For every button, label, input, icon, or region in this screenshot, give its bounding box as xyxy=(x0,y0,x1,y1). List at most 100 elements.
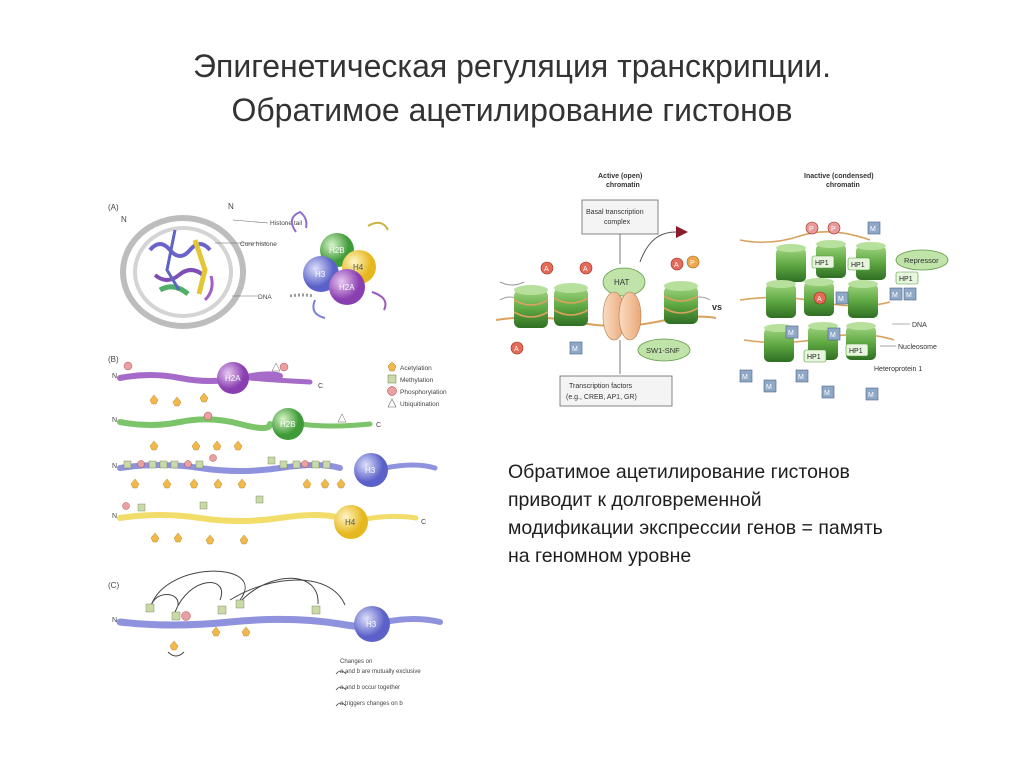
active-chromatin-title2: chromatin xyxy=(606,182,640,189)
acetylation-mark xyxy=(169,640,179,651)
protein-ribbon xyxy=(158,284,190,296)
methylation-mark xyxy=(217,605,227,615)
nucleosome xyxy=(663,281,699,324)
n-terminal-label: N xyxy=(112,617,117,624)
hp1-protein xyxy=(895,271,919,285)
methylation-mark xyxy=(827,327,841,341)
n-terminal-label: N xyxy=(112,417,117,424)
methylation-mark xyxy=(785,325,799,339)
h2b-label: H2B xyxy=(329,246,345,255)
methylation-mark xyxy=(889,287,903,301)
acetylation-mark xyxy=(233,440,243,451)
body-line: модификации экспрессии генов = память xyxy=(508,517,883,539)
mark-label: M xyxy=(870,226,876,233)
protein-ribbon xyxy=(153,268,205,282)
acetylation-mark xyxy=(579,261,593,275)
phosphorylation-mark xyxy=(184,460,192,468)
nucleosome xyxy=(776,244,806,282)
hp1-label: HP1 xyxy=(899,276,913,283)
phosphorylation-mark xyxy=(827,221,841,235)
methylation-mark xyxy=(569,341,583,355)
mark-label: A xyxy=(817,296,822,303)
hp1-protein xyxy=(845,343,869,357)
panel-a-label: (A) xyxy=(108,203,119,212)
core-histone-label: Core histone xyxy=(240,241,277,248)
acetylation-mark xyxy=(150,532,160,543)
acetylation-mark xyxy=(162,478,172,489)
acetylation-mark xyxy=(172,396,182,407)
h2a-sphere xyxy=(217,362,249,394)
n-terminal-label: N xyxy=(121,215,127,224)
nucleosome xyxy=(856,242,886,280)
acetylation-mark xyxy=(205,534,215,545)
n-terminal-label: N xyxy=(112,463,117,470)
inactive-chromatin-title: Inactive (condensed) xyxy=(804,173,874,180)
panel-c-label: (C) xyxy=(108,581,119,590)
sw1-snf-label: SW1-SNF xyxy=(646,346,680,355)
acetylation-mark xyxy=(211,626,221,637)
acetylation-mark xyxy=(302,478,312,489)
mark-label: M xyxy=(868,392,874,399)
methylation-mark xyxy=(865,387,879,401)
acetylation-mark xyxy=(212,440,222,451)
transcription-arrow-icon xyxy=(676,226,688,238)
methylation-mark xyxy=(867,221,881,235)
acetylation-mark xyxy=(199,392,209,403)
nucleosome xyxy=(513,285,549,328)
mark-label: A xyxy=(674,262,679,269)
body-line: Обратимое ацетилирование гистонов xyxy=(508,461,850,483)
body-line: на геномном уровне xyxy=(508,545,692,567)
hp1-protein xyxy=(811,255,835,269)
together-arc-icon xyxy=(335,686,347,691)
phosphorylation-mark xyxy=(686,255,700,269)
phosphorylation-mark xyxy=(301,460,309,468)
exclusive-arc-icon xyxy=(335,670,347,675)
ubiquitination-icon xyxy=(387,398,397,408)
legend-item: Phosphorylation xyxy=(400,389,447,396)
nucleosome xyxy=(766,280,796,318)
slide-title: Эпигенетическая регуляция транскрипции. … xyxy=(0,44,1024,132)
tf-label2: (e.g., CREB, AP1, GR) xyxy=(566,394,637,401)
methylation-icon xyxy=(387,374,397,384)
acetylation-mark xyxy=(213,478,223,489)
phosphorylation-mark xyxy=(137,460,145,468)
methylation-mark xyxy=(123,460,132,469)
mark-label: M xyxy=(830,332,836,339)
mark-label: A xyxy=(514,346,519,353)
mark-label: A xyxy=(583,266,588,273)
nucleosome-label: Nucleosome xyxy=(898,344,937,351)
vs-label: vs xyxy=(712,302,722,312)
body-line: приводит к долговременной xyxy=(508,489,762,511)
sw1-snf-complex xyxy=(637,338,691,362)
acetylation-mark xyxy=(813,291,827,305)
dna-superhelix-inner xyxy=(133,226,233,318)
acetylation-mark xyxy=(239,534,249,545)
mark-label: M xyxy=(572,346,578,353)
h3-label: H3 xyxy=(366,620,377,629)
legend-item: Acetylation xyxy=(400,365,432,372)
protein-ribbon xyxy=(203,275,214,302)
triggers-arc-icon xyxy=(335,702,347,707)
transcription-factors-box xyxy=(559,375,673,407)
basal-transcription-box xyxy=(581,199,659,235)
phosphorylation-mark xyxy=(279,362,289,372)
methylation-mark xyxy=(137,503,146,512)
mark-label: P xyxy=(809,226,814,233)
repressor-protein xyxy=(895,249,949,271)
acetylation-mark xyxy=(320,478,330,489)
panel-b: (B) Acetylation Methylation Phosphorylat… xyxy=(108,355,447,545)
methylation-mark xyxy=(171,611,181,621)
mark-label: M xyxy=(838,296,844,303)
mark-label: M xyxy=(766,384,772,391)
panel-a: (A) N N Histone tail Core histone DNA H2… xyxy=(108,202,389,329)
hp1-label: HP1 xyxy=(807,354,821,361)
acetylation-mark xyxy=(191,440,201,451)
change-item: a triggers changes on b xyxy=(340,701,403,707)
panel-c: (C) N H3 Changes on a and b are mutually… xyxy=(108,570,443,707)
repressor-label: Repressor xyxy=(904,256,939,265)
methylation-mark xyxy=(821,385,835,399)
methylation-mark xyxy=(195,460,204,469)
h2a-tail-row: N H2A C xyxy=(112,361,323,407)
protein-ribbon xyxy=(148,242,212,258)
